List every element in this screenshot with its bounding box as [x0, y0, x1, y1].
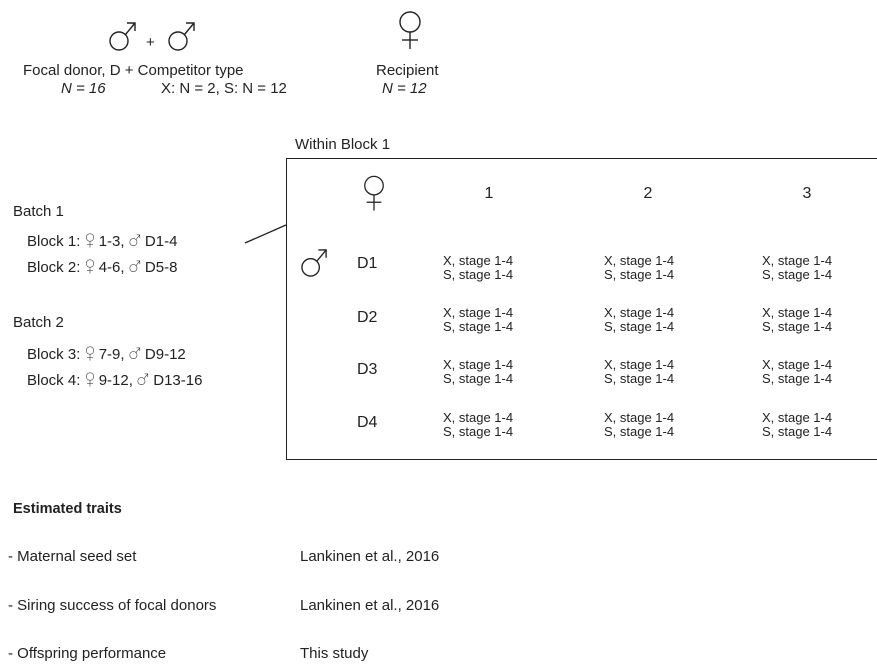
trait-name: - Siring success of focal donors	[8, 597, 217, 614]
female-range: 4-6,	[98, 259, 125, 276]
male-range: D5-8	[144, 259, 178, 276]
block-table-title: Within Block 1	[295, 136, 391, 153]
trait-source: Lankinen et al., 2016	[300, 597, 440, 614]
male-icon	[137, 373, 149, 386]
block-4-row: Block 4: 9-12, D13-16	[27, 372, 202, 390]
row-header: D2	[357, 309, 378, 326]
female-range: 7-9,	[98, 346, 125, 363]
competitor-n: X: N = 2, S: N = 12	[161, 80, 287, 97]
female-range: 1-3,	[98, 233, 125, 250]
column-header: 2	[643, 185, 653, 202]
male-icon	[129, 347, 141, 360]
block-name: Block 3:	[27, 346, 81, 363]
male-range: D9-12	[144, 346, 186, 363]
trait-source: This study	[300, 645, 369, 662]
recipient-n: N = 12	[382, 80, 427, 97]
male-range: D13-16	[153, 372, 203, 389]
block-3-row: Block 3: 7-9, D9-12	[27, 346, 186, 364]
trait-source: Lankinen et al., 2016	[300, 548, 440, 565]
plus-sign: +	[146, 34, 155, 51]
batch-1-label: Batch 1	[13, 203, 64, 220]
block-name: Block 2:	[27, 259, 81, 276]
block-2-row: Block 2: 4-6, D5-8	[27, 259, 177, 277]
male-icon-table	[300, 248, 329, 279]
row-header: D4	[357, 414, 378, 431]
male-range: D1-4	[144, 233, 178, 250]
row-header: D3	[357, 361, 378, 378]
recipient-label: Recipient	[376, 62, 439, 79]
column-header: 1	[484, 185, 494, 202]
block-1-row: Block 1: 1-3, D1-4	[27, 233, 177, 251]
focal-donor-label: Focal donor, D + Competitor type	[23, 62, 244, 79]
column-header: 3	[802, 185, 812, 202]
batch-2-label: Batch 2	[13, 314, 64, 331]
female-icon	[85, 346, 95, 361]
block-table-frame	[286, 158, 877, 460]
female-icon-table	[362, 174, 386, 212]
female-range: 9-12,	[98, 372, 133, 389]
male-icon-focal	[108, 21, 138, 53]
trait-name: - Maternal seed set	[8, 548, 137, 565]
female-icon-recipient	[397, 10, 423, 50]
traits-heading: Estimated traits	[13, 501, 122, 517]
focal-n: N = 16	[61, 80, 106, 97]
male-icon	[129, 260, 141, 273]
female-icon	[85, 259, 95, 274]
block-name: Block 4:	[27, 372, 81, 389]
block-name: Block 1:	[27, 233, 81, 250]
trait-name: - Offspring performance	[8, 645, 167, 662]
male-icon	[129, 234, 141, 247]
row-header: D1	[357, 255, 378, 272]
male-icon-competitor	[167, 21, 197, 53]
female-icon	[85, 233, 95, 248]
female-icon	[85, 372, 95, 387]
